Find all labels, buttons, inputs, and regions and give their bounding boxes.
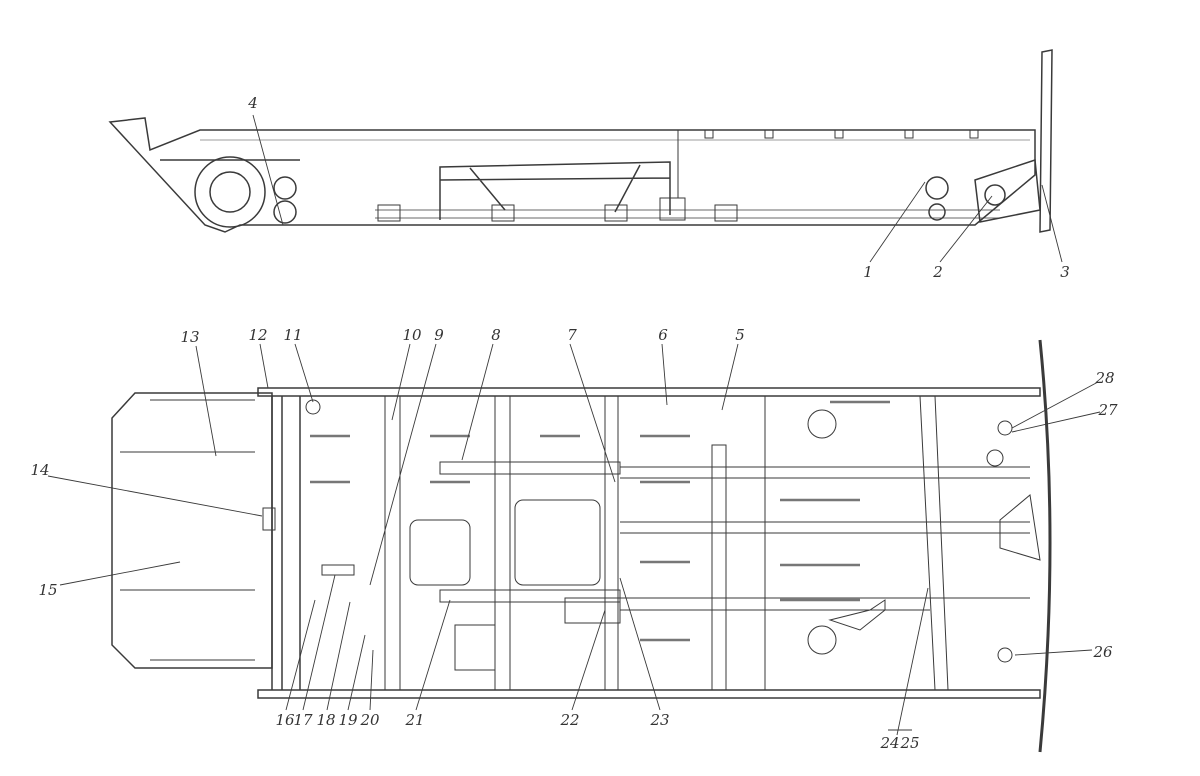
plan-view-hull: [111, 339, 1052, 753]
callout-label: 21: [405, 711, 425, 729]
callout-label: 20: [360, 711, 380, 729]
callout-label: 23: [650, 711, 670, 729]
callout-label: 14: [30, 461, 50, 479]
callout-label: 26: [1093, 643, 1113, 661]
callout-label: 7: [567, 326, 577, 344]
callout-label: 13: [180, 328, 200, 346]
callout-label: 22: [560, 711, 580, 729]
callout-label: 17: [293, 711, 313, 729]
callout-label: 28: [1095, 369, 1115, 387]
callout-label: 5: [735, 326, 745, 344]
callout-label: 25: [900, 734, 920, 752]
callout-label: 6: [658, 326, 668, 344]
callout-label: 11: [283, 326, 303, 344]
callout-label: 9: [434, 326, 444, 344]
callout-label: 15: [38, 581, 58, 599]
callout-label: 12: [248, 326, 268, 344]
leader-lines: [47, 114, 1101, 736]
callout-label: 24: [880, 734, 900, 752]
callout-label: 16: [275, 711, 295, 729]
callout-label: 18: [316, 711, 336, 729]
callout-label: 1: [863, 263, 873, 281]
callout-label: 8: [491, 326, 501, 344]
callout-label: 4: [248, 94, 258, 112]
callout-label: 3: [1060, 263, 1070, 281]
callout-label: 19: [338, 711, 358, 729]
drive-sprocket-icon: [194, 156, 266, 228]
callout-label: 27: [1098, 401, 1118, 419]
callout-label: 10: [402, 326, 422, 344]
side-view-hull: [108, 49, 1053, 233]
callout-label: 2: [933, 263, 943, 281]
